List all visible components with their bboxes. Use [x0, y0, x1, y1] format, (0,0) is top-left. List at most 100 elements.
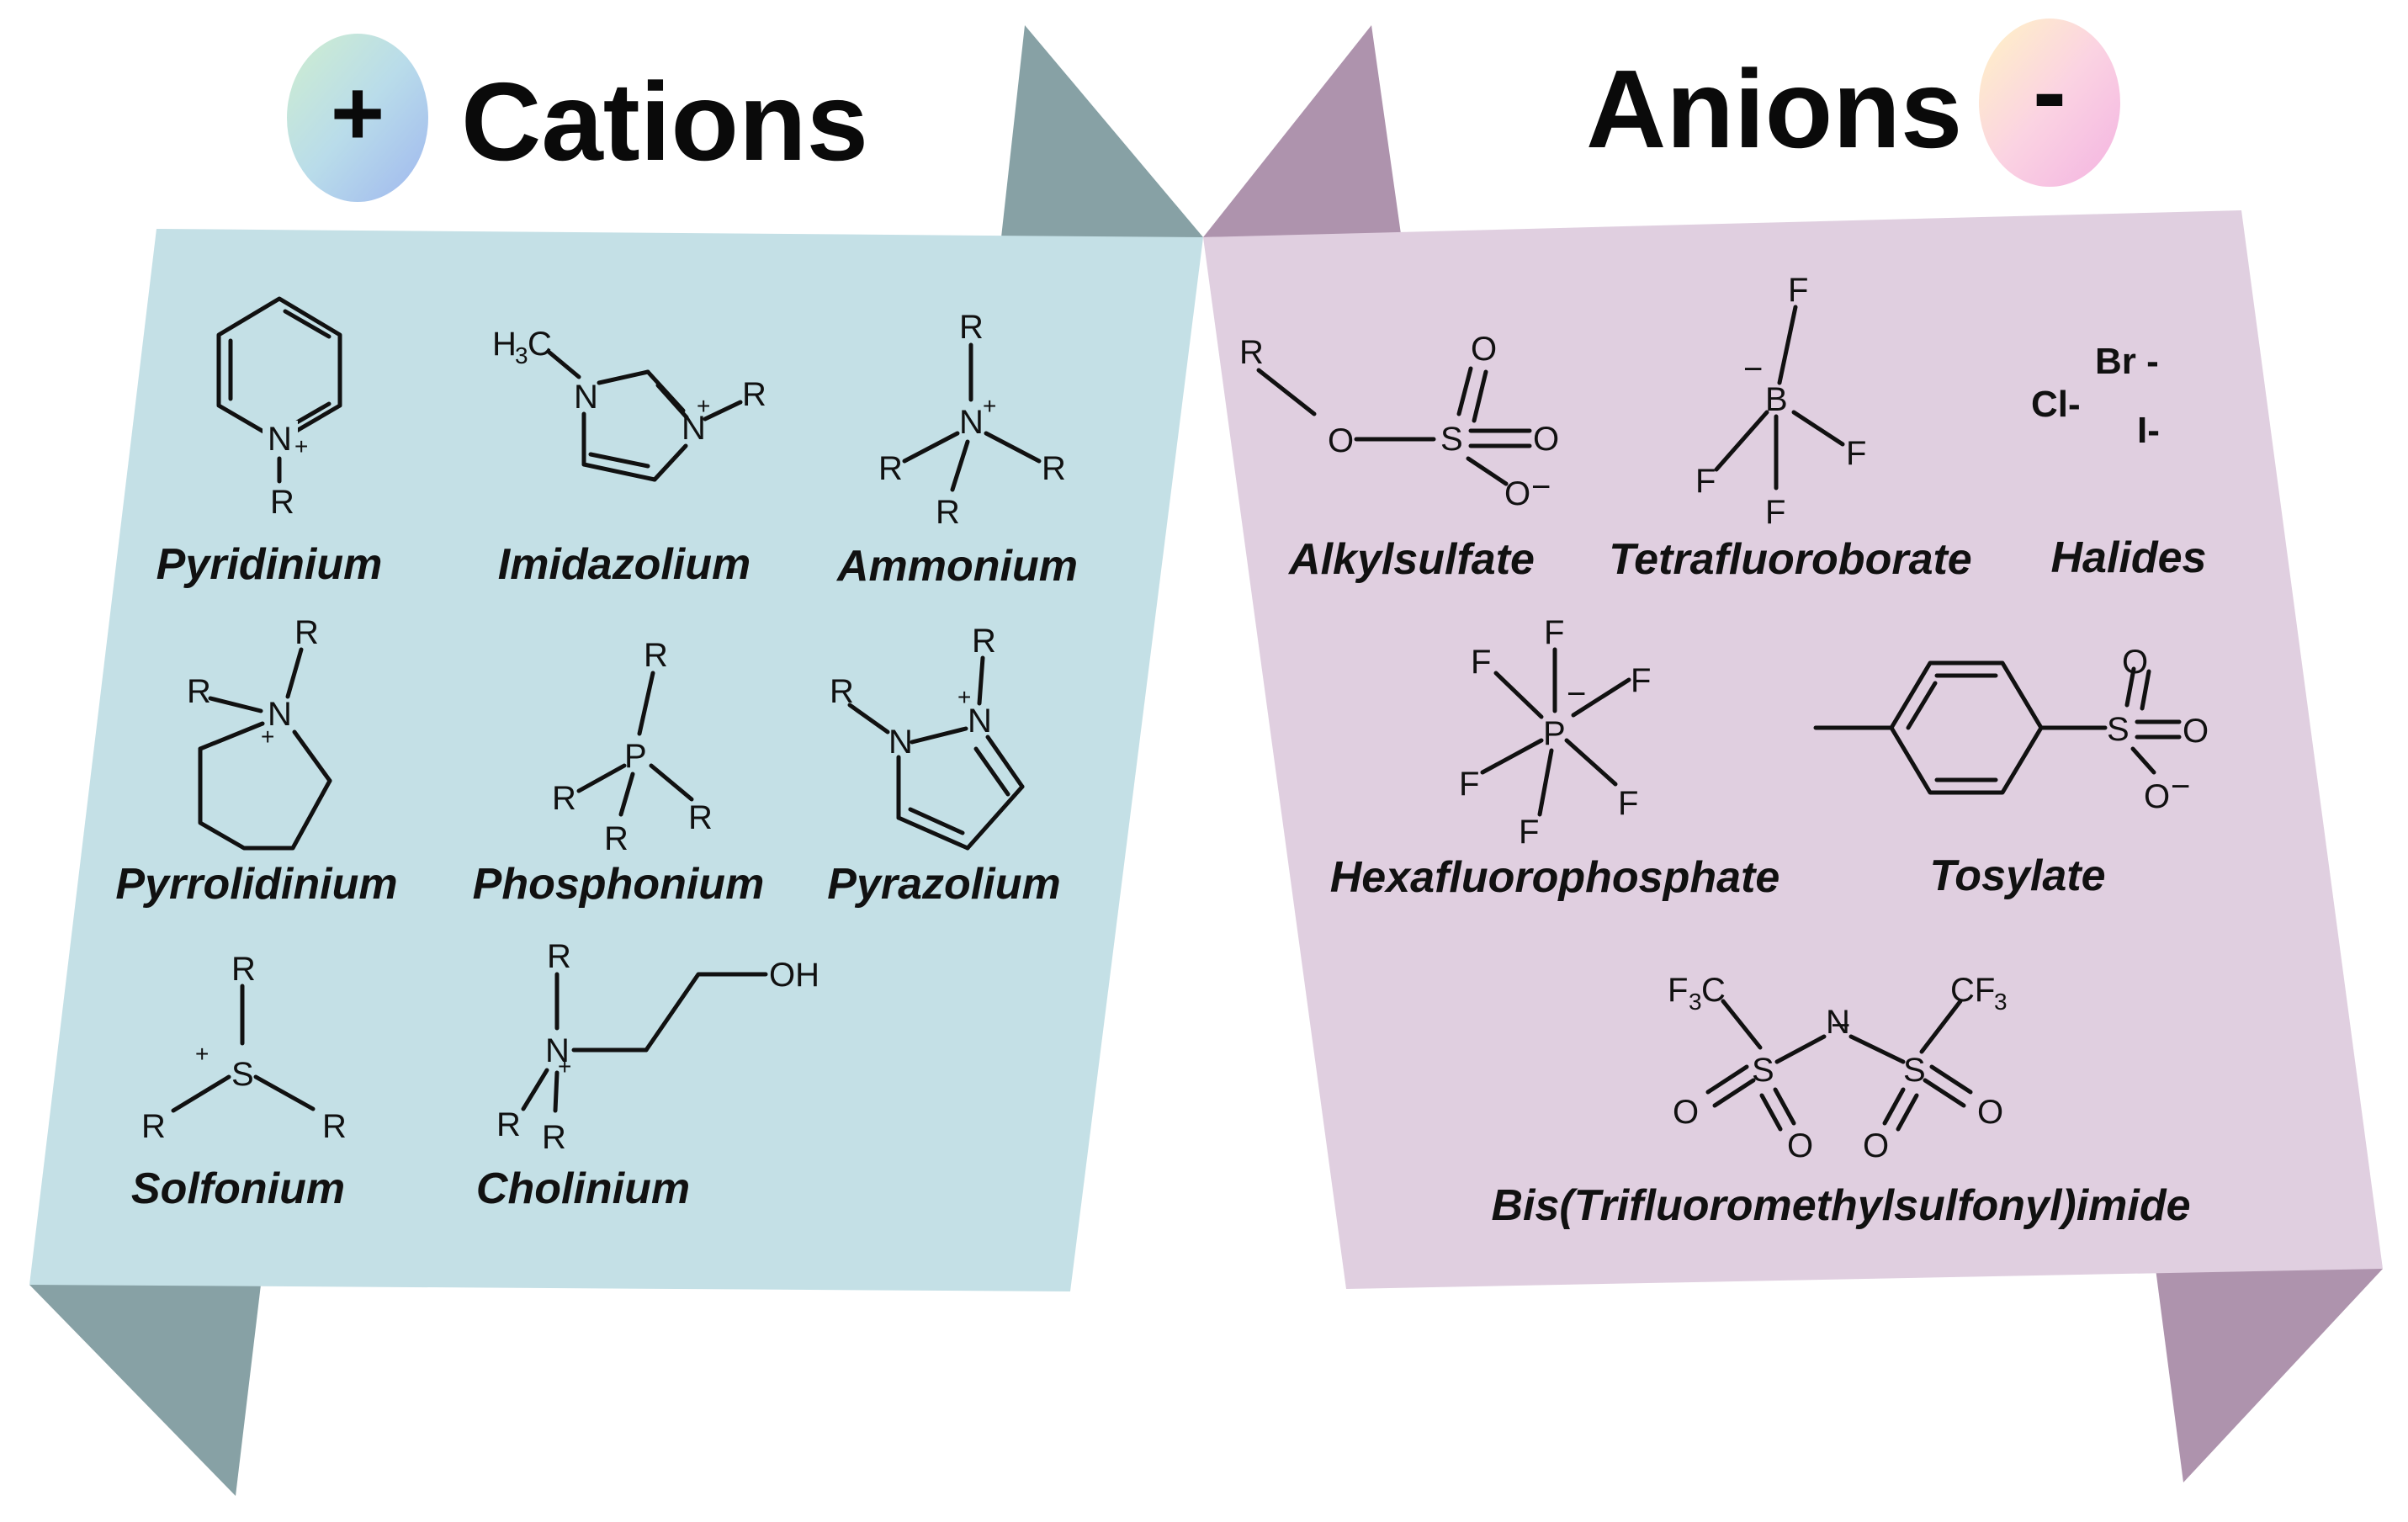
ammonium-label: Ammonium	[835, 542, 1078, 591]
svg-text:F: F	[1631, 662, 1651, 699]
svg-text:R: R	[270, 484, 294, 521]
svg-text:F: F	[1695, 463, 1716, 500]
svg-text:C: C	[528, 326, 552, 363]
svg-text:−: −	[1743, 351, 1763, 388]
svg-text:O: O	[1471, 331, 1497, 368]
svg-text:N: N	[968, 703, 992, 740]
svg-text:R: R	[322, 1108, 347, 1145]
svg-text:N: N	[888, 724, 913, 761]
hexafluorophosphate-structure: F F F − P F F F	[1459, 614, 1651, 851]
pyrrolidinium-structure: R R N +	[187, 614, 332, 851]
svg-text:R: R	[496, 1106, 521, 1143]
svg-text:R: R	[1239, 334, 1264, 371]
cholinium-label: Cholinium	[476, 1164, 690, 1213]
cation-plus-badge	[287, 34, 428, 202]
svg-text:+: +	[697, 393, 710, 419]
svg-text:N: N	[682, 410, 706, 447]
svg-text:R: R	[231, 951, 256, 988]
imidazolium-label: Imidazolium	[498, 540, 751, 589]
svg-text:3: 3	[1689, 989, 1702, 1015]
tetrafluoroborate-structure: F − B F F F	[1695, 272, 1866, 531]
svg-text:O: O	[1863, 1127, 1889, 1164]
anion-bottom-fold	[2156, 1269, 2383, 1482]
svg-text:R: R	[742, 376, 766, 413]
cation-top-fold	[1001, 25, 1203, 237]
svg-text:F: F	[1618, 785, 1638, 822]
svg-text:+: +	[983, 393, 996, 419]
svg-text:+: +	[195, 1041, 209, 1067]
svg-text:N: N	[268, 696, 292, 733]
svg-text:S: S	[231, 1056, 254, 1093]
cations-title: Cations	[461, 60, 868, 183]
cation-sign: +	[331, 61, 385, 165]
anions-title: Anions	[1586, 47, 1962, 171]
phosphonium-structure: R P R R R	[552, 637, 713, 857]
svg-text:R: R	[547, 938, 571, 975]
svg-text:R: R	[141, 1108, 166, 1145]
svg-text:O: O	[1328, 422, 1354, 459]
pyrazolium-label: Pyrazolium	[827, 860, 1060, 909]
svg-text:F: F	[1788, 272, 1808, 309]
pyridinium-label: Pyridinium	[156, 540, 383, 589]
svg-text:+: +	[558, 1053, 571, 1079]
svg-text:S: S	[1752, 1052, 1774, 1089]
svg-text:S: S	[1903, 1052, 1926, 1089]
svg-text:O: O	[1977, 1094, 2003, 1131]
svg-text:R: R	[604, 820, 629, 857]
pyrazolium-structure: R + N R N	[830, 623, 1025, 851]
svg-text:−: −	[1567, 676, 1586, 713]
svg-text:−: −	[2171, 768, 2190, 805]
svg-text:R: R	[644, 637, 668, 674]
svg-text:R: R	[688, 799, 713, 836]
svg-text:R: R	[187, 673, 211, 710]
svg-text:N: N	[1826, 1004, 1850, 1041]
cation-bottom-fold	[29, 1285, 261, 1496]
phosphonium-label: Phosphonium	[473, 860, 765, 909]
svg-text:N: N	[959, 404, 984, 441]
svg-text:R: R	[542, 1119, 566, 1156]
svg-text:F: F	[1519, 814, 1539, 851]
svg-text:O: O	[1787, 1127, 1813, 1164]
halides-label: Halides	[2051, 533, 2207, 582]
svg-text:F: F	[1471, 644, 1491, 681]
svg-text:P: P	[624, 738, 647, 775]
svg-text:OH: OH	[769, 957, 819, 994]
iodide-label: I-	[2137, 410, 2160, 451]
svg-text:−: −	[1831, 1007, 1850, 1044]
svg-text:F: F	[1544, 614, 1564, 651]
anion-top-fold	[1203, 25, 1401, 237]
alkylsulfate-label: Alkylsulfate	[1287, 535, 1535, 584]
pyrrolidinium-label: Pyrrolidinium	[115, 860, 397, 909]
svg-text:C: C	[1701, 972, 1726, 1009]
svg-text:−: −	[1531, 469, 1551, 506]
svg-text:+: +	[294, 433, 308, 459]
svg-text:F: F	[1459, 766, 1479, 803]
ammonium-structure: R N + R R R	[878, 309, 1066, 531]
anion-minus-badge	[1979, 19, 2120, 187]
tosylate-label: Tosylate	[1929, 851, 2105, 900]
svg-text:F: F	[1765, 494, 1785, 531]
svg-text:S: S	[1440, 421, 1463, 458]
svg-text:R: R	[959, 309, 984, 346]
svg-text:N: N	[574, 379, 598, 416]
alkylsulfate-structure: R O S O O O −	[1239, 331, 1559, 512]
svg-text:O: O	[1504, 475, 1530, 512]
bromide-label: Br -	[2095, 341, 2159, 382]
cation-panel	[29, 229, 1203, 1291]
svg-text:P: P	[1543, 715, 1566, 752]
svg-text:+: +	[957, 684, 971, 710]
tosylate-structure: S O O O −	[1813, 644, 2209, 815]
svg-text:S: S	[2107, 711, 2130, 748]
svg-text:O: O	[1533, 421, 1559, 458]
solfonium-structure: R + S R R	[141, 951, 347, 1145]
tetrafluoroborate-label: Tetrafluoroborate	[1609, 535, 1971, 584]
hexafluorophosphate-label: Hexafluorophosphate	[1330, 853, 1780, 902]
chloride-label: Cl-	[2031, 384, 2081, 425]
svg-text:N: N	[268, 421, 292, 458]
svg-text:O: O	[2144, 778, 2170, 815]
tfsi-label: Bis(Trifluoromethylsulfonyl)imide	[1491, 1181, 2190, 1230]
svg-text:F: F	[1846, 435, 1866, 472]
svg-text:CF: CF	[1950, 972, 1995, 1009]
svg-text:H: H	[492, 326, 517, 363]
